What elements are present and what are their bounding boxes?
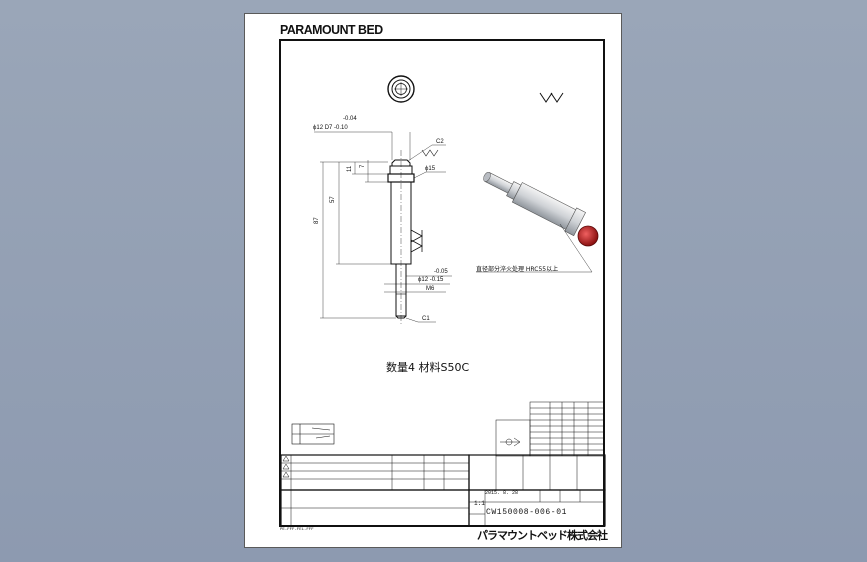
- drawing-scale: 1:1: [474, 500, 485, 507]
- part-number: CW150008-006-01: [486, 508, 568, 517]
- projection-symbol-box: [291, 423, 335, 445]
- heat-treatment-note: 直径部分淬火处理 HRC55以上: [476, 266, 559, 273]
- drawing-sheet: [244, 13, 622, 548]
- title-block: [280, 489, 606, 527]
- dim-len-body: 57: [330, 196, 336, 203]
- dim-len-total: 87: [314, 217, 320, 224]
- footer-code: PE-FFF-FEL-FFF: [280, 528, 314, 532]
- dim-dia-bottom: ϕ12 -0.15: [418, 277, 444, 283]
- dim-tol-bottom: -0.05: [434, 269, 448, 275]
- dim-len-small1: 11: [347, 165, 353, 172]
- dim-dia-head: ϕ15: [425, 166, 436, 172]
- dim-tol-top: -0.04: [343, 116, 357, 122]
- end-view: [387, 75, 415, 103]
- approval-block: [468, 454, 606, 491]
- surface-finish-symbol: [539, 92, 564, 103]
- dim-chamfer-bottom: C1: [422, 316, 430, 322]
- dim-len-small2: 7: [360, 164, 366, 168]
- dim-thread: M6: [426, 286, 435, 292]
- drawing-date: 2015. 8. 28: [485, 490, 519, 496]
- quantity-material: 数量4 材料S50C: [386, 361, 470, 374]
- dim-dia-top: ϕ12 D7 -0.10: [313, 125, 348, 131]
- pin-isometric-view: [476, 171, 599, 273]
- revision-block: [280, 454, 470, 491]
- company-name: パラマウントベッド株式会社: [477, 529, 608, 542]
- dim-chamfer-top: C2: [436, 139, 444, 145]
- brand-logo: PARAMOUNT BED: [280, 22, 383, 37]
- pin-side-view: [314, 131, 452, 325]
- tolerance-table: [495, 401, 605, 457]
